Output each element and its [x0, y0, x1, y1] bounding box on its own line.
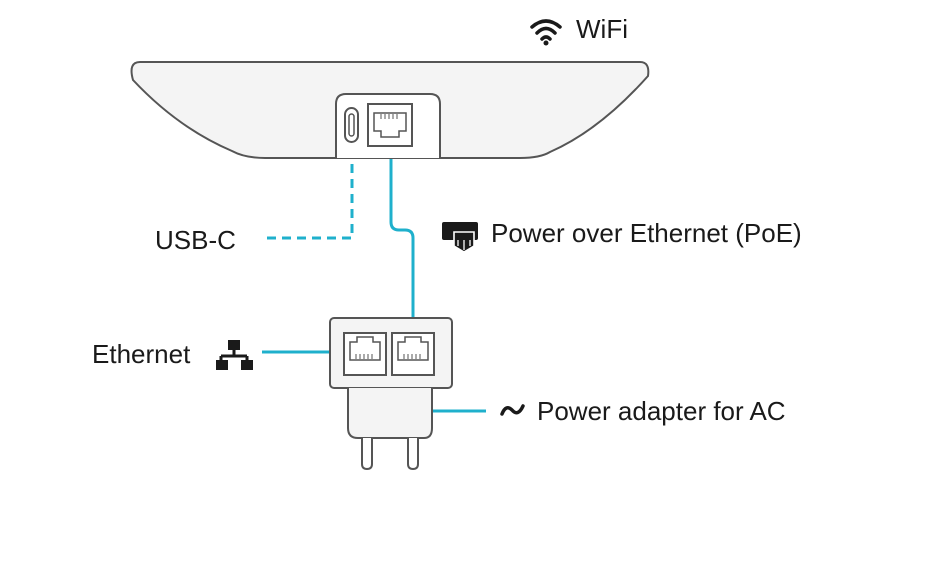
poe-injector [329, 317, 453, 471]
plug-pin-left [361, 438, 373, 471]
usbc-label: USB-C [155, 225, 236, 255]
poe-cable [389, 148, 415, 330]
ac-wave-icon [500, 404, 525, 416]
wifi-label: WiFi [576, 14, 628, 44]
poe-icon [442, 222, 478, 253]
usbc-cable [262, 134, 354, 240]
rj45-port-device [367, 103, 413, 147]
ethernet-label: Ethernet [92, 339, 191, 369]
power-adapter-label: Power adapter for AC [537, 396, 786, 426]
usbc-port [344, 107, 359, 143]
rj45-port-ethernet [343, 332, 387, 376]
plug-housing [347, 388, 433, 439]
plug-pin-right [407, 438, 419, 471]
rj45-port-poe [391, 332, 435, 376]
ceiling-device [130, 61, 650, 159]
wifi-icon [530, 19, 562, 46]
network-icon [216, 340, 253, 370]
poe-label: Power over Ethernet (PoE) [491, 218, 802, 248]
